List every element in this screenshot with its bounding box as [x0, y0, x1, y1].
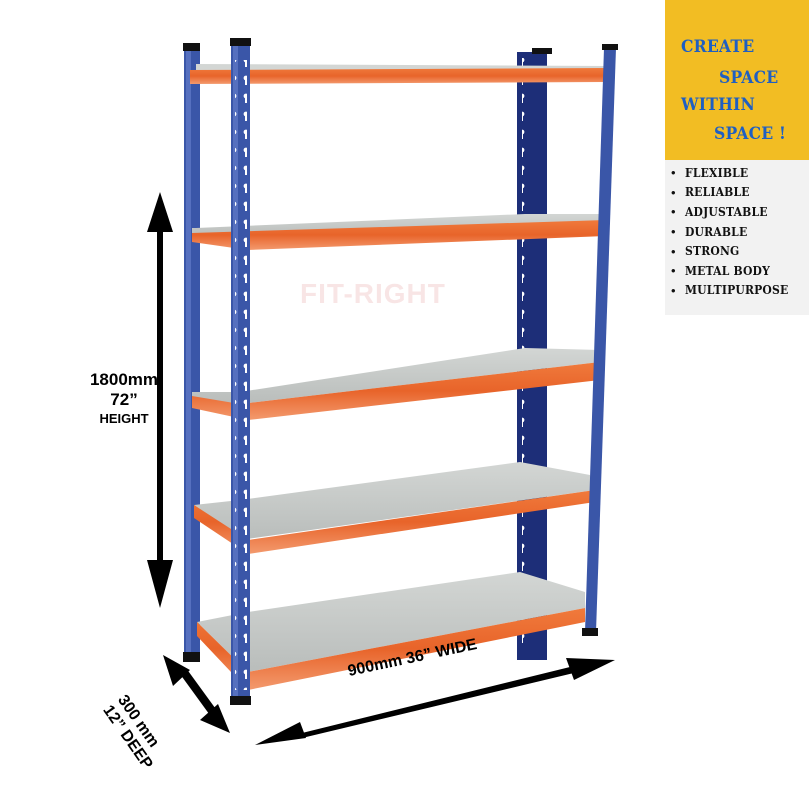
- height-dimension-label: 1800mm 72” HEIGHT: [64, 370, 184, 428]
- feature-item: •STRONG: [667, 241, 809, 261]
- width-arrow-icon: [255, 658, 615, 745]
- headline-line-1: CREATE: [681, 37, 755, 57]
- depth-arrow-icon: [163, 655, 230, 733]
- height-arrow-icon: [147, 192, 173, 608]
- bullet-icon: •: [671, 165, 676, 181]
- feature-item: •RELIABLE: [667, 183, 809, 203]
- brand-watermark: FIT-RIGHT: [300, 278, 446, 309]
- feature-item: •DURABLE: [667, 222, 809, 242]
- feature-item: •MULTIPURPOSE: [667, 281, 809, 301]
- headline-line-3: WITHIN: [681, 95, 756, 115]
- height-caption: HEIGHT: [99, 411, 149, 426]
- promo-panel: CREATE SPACE WITHIN SPACE ! •FLEXIBLE •R…: [665, 0, 809, 315]
- shelf-5: [197, 572, 585, 690]
- front-left-upright: [230, 38, 251, 705]
- feature-item: •FLEXIBLE: [667, 163, 809, 183]
- back-left-upright: [183, 43, 200, 662]
- headline-line-4: SPACE !: [714, 124, 787, 144]
- promo-headline-box: CREATE SPACE WITHIN SPACE !: [665, 0, 809, 160]
- feature-item: •ADJUSTABLE: [667, 202, 809, 222]
- bullet-icon: •: [671, 204, 676, 220]
- headline-line-2: SPACE: [719, 68, 779, 88]
- bullet-icon: •: [671, 184, 676, 200]
- height-inches: 72”: [110, 390, 138, 409]
- shelf-3: [192, 348, 600, 420]
- shelf-4: [194, 462, 595, 554]
- bullet-icon: •: [671, 282, 676, 298]
- shelf-2: [192, 214, 606, 250]
- front-right-upright: [582, 44, 618, 636]
- bullet-icon: •: [671, 224, 676, 240]
- bullet-icon: •: [671, 263, 676, 279]
- height-mm: 1800mm: [89, 370, 159, 389]
- shelf-1: [190, 64, 608, 84]
- feature-item: •METAL BODY: [667, 261, 809, 281]
- feature-list: •FLEXIBLE •RELIABLE •ADJUSTABLE •DURABLE…: [667, 163, 809, 300]
- bullet-icon: •: [671, 243, 676, 259]
